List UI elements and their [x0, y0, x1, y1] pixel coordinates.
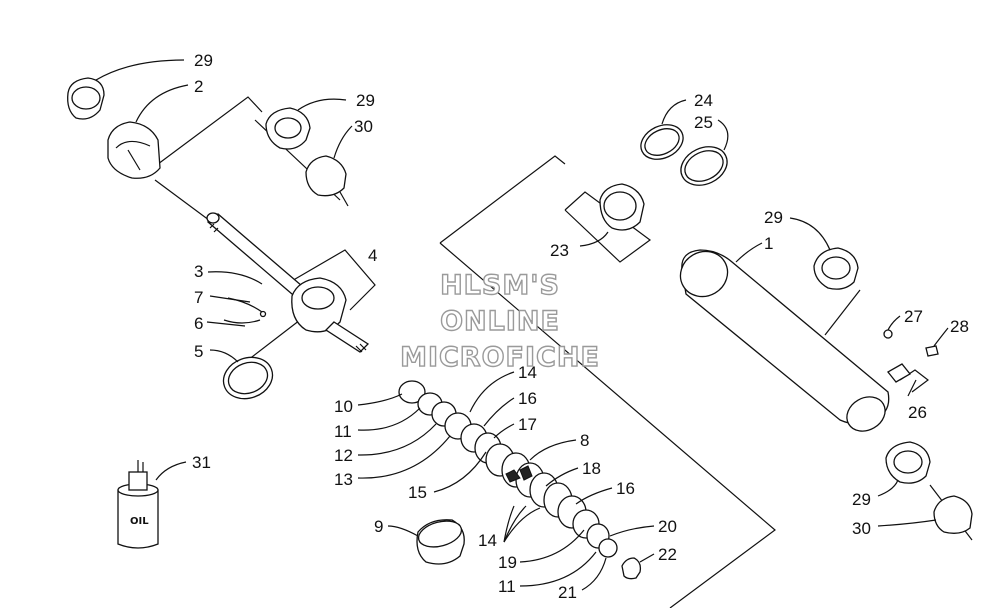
callout-1: 1: [764, 234, 773, 253]
callout-11: 11: [334, 422, 352, 441]
callout-12: 12: [334, 446, 353, 465]
o-ring-5: [222, 356, 274, 400]
callout-23: 23: [550, 241, 569, 260]
leader-lines: [95, 59, 949, 591]
callouts: 29 2 29 30 4 3 7 6 5 24 25 23 29 1 27 28…: [192, 51, 969, 602]
callout-30: 30: [852, 519, 871, 538]
watermark-line-2: ONLINE: [440, 306, 560, 337]
piston-head-4: [291, 277, 370, 353]
callout-8: 8: [580, 431, 589, 450]
callout-29: 29: [356, 91, 375, 110]
callout-17: 17: [518, 415, 537, 434]
callout-4: 4: [368, 246, 377, 265]
callout-30: 30: [354, 117, 373, 136]
sleeve-30-top: [305, 155, 349, 207]
callout-16: 16: [518, 389, 537, 408]
band-9: [416, 519, 465, 565]
callout-13: 13: [334, 470, 353, 489]
callout-31: 31: [192, 453, 211, 472]
cylinder-body-1: [679, 249, 890, 432]
callout-27: 27: [904, 307, 923, 326]
callout-26: 26: [908, 403, 927, 422]
bushing-29-top-left: [67, 77, 105, 120]
eye-mount-2: [107, 121, 161, 179]
bushing-29-bottom-right: [885, 441, 931, 484]
callout-21: 21: [558, 583, 577, 602]
callout-9: 9: [374, 517, 383, 536]
seal-25: [680, 146, 728, 186]
callout-5: 5: [194, 342, 203, 361]
callout-10: 10: [334, 397, 353, 416]
callout-19: 19: [498, 553, 517, 572]
callout-20: 20: [658, 517, 677, 536]
valve-stack: [398, 380, 618, 558]
callout-14: 14: [478, 531, 497, 550]
watermark: HLSM'S ONLINE MICROFICHE: [399, 269, 600, 373]
sleeve-30-bottom-right: [933, 495, 973, 534]
callout-29: 29: [194, 51, 213, 70]
callout-6: 6: [194, 314, 203, 333]
callout-29: 29: [852, 490, 871, 509]
callout-28: 28: [950, 317, 969, 336]
valve-26: [883, 329, 939, 383]
callout-3: 3: [194, 262, 203, 281]
callout-2: 2: [194, 77, 203, 96]
callout-18: 18: [582, 459, 601, 478]
cap-23: [599, 183, 645, 231]
nut-22: [621, 557, 642, 580]
oil-label: OIL: [130, 516, 149, 527]
callout-25: 25: [694, 113, 713, 132]
callout-14: 14: [518, 363, 537, 382]
bushing-29-top: [265, 107, 311, 150]
callout-7: 7: [194, 288, 203, 307]
watermark-line-1: HLSM'S: [440, 270, 560, 301]
callout-11: 11: [498, 577, 516, 596]
oil-bottle-31: OIL: [117, 460, 159, 549]
bushing-29-right: [813, 247, 859, 290]
callout-15: 15: [408, 483, 427, 502]
watermark-line-3: MICROFICHE: [400, 342, 600, 373]
callout-16: 16: [616, 479, 635, 498]
callout-24: 24: [694, 91, 713, 110]
seal-24: [640, 124, 684, 160]
callout-22: 22: [658, 545, 677, 564]
callout-29: 29: [764, 208, 783, 227]
